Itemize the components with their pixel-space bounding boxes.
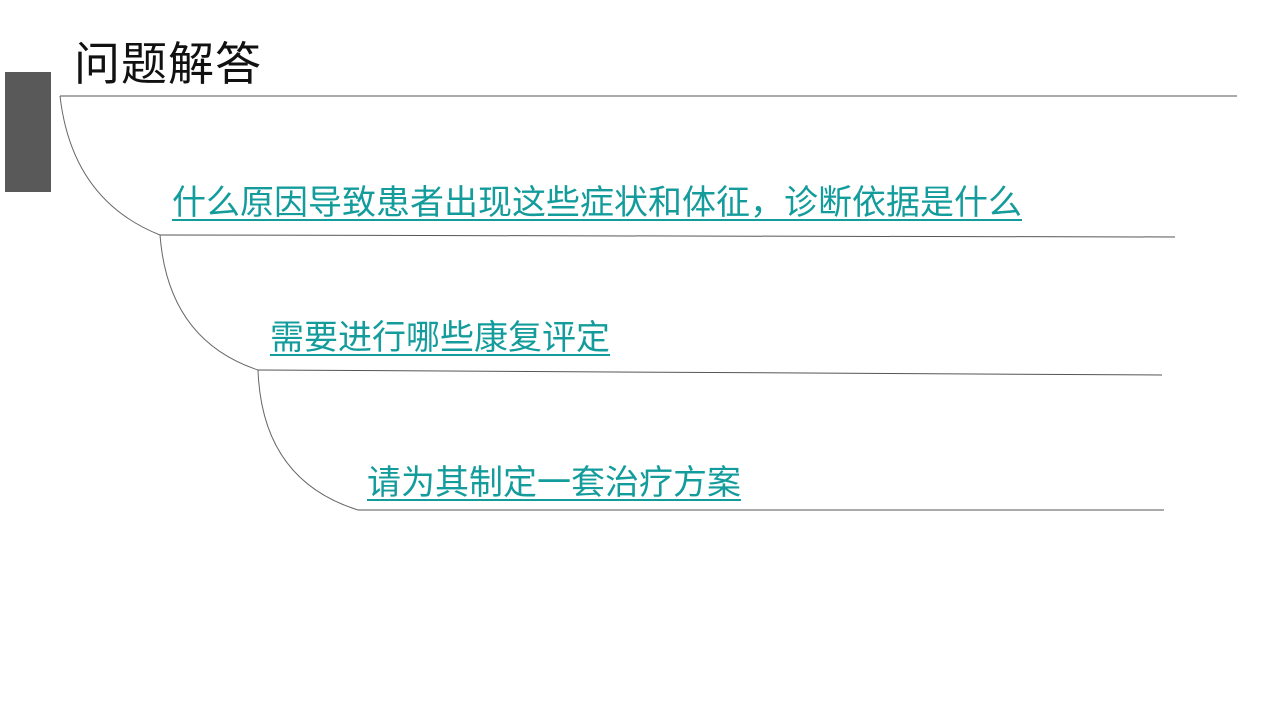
- question-link-treatment-plan[interactable]: 请为其制定一套治疗方案: [367, 463, 741, 503]
- question-link-cause-diagnosis[interactable]: 什么原因导致患者出现这些症状和体征，诊断依据是什么: [172, 183, 1022, 223]
- connector-curve-1: [59, 95, 161, 236]
- question-link-rehab-assessment[interactable]: 需要进行哪些康复评定: [270, 318, 610, 358]
- connector-curve-2: [159, 234, 259, 371]
- title-accent-bar: [5, 72, 51, 192]
- page-title: 问题解答: [74, 37, 262, 91]
- question-rule-2: [257, 369, 1163, 376]
- connector-curve-3: [257, 369, 359, 511]
- question-rule-1: [159, 234, 1176, 238]
